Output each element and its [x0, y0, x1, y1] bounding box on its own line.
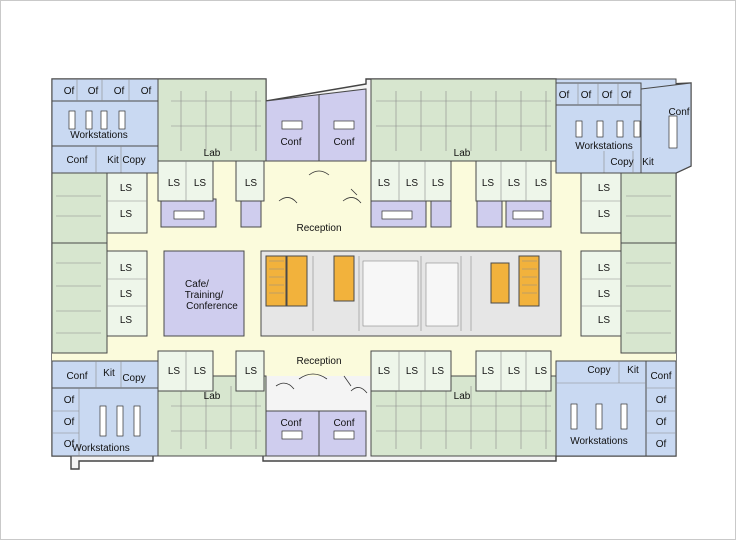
room-label-copy: Copy — [587, 365, 610, 376]
room-label-of: Of — [88, 86, 99, 97]
lab-east-upper — [620, 172, 677, 244]
room-label-lab: Lab — [204, 148, 221, 159]
room-label-kit: Kit — [642, 157, 654, 168]
room-label-ls: LS — [598, 263, 611, 274]
room-label-ls: LS — [598, 183, 611, 194]
room-label-ls: LS — [598, 209, 611, 220]
room-label-of: Of — [64, 86, 75, 97]
room-label-cafe-line1: Cafe/ — [185, 279, 209, 290]
room-label-ls: LS — [406, 178, 419, 189]
room-label-ls: LS — [598, 315, 611, 326]
lab-nw — [157, 78, 267, 162]
room-label-kit: Kit — [627, 365, 639, 376]
room-label-of: Of — [64, 439, 75, 450]
room-label-of: Of — [602, 90, 613, 101]
room-label-conf: Conf — [650, 371, 671, 382]
room-label-lab: Lab — [204, 391, 221, 402]
room-label-ls: LS — [508, 178, 521, 189]
room-label-ls: LS — [508, 366, 521, 377]
room-label-kit: Kit — [107, 155, 119, 166]
room-label-of: Of — [621, 90, 632, 101]
room-label-copy: Copy — [610, 157, 633, 168]
room-label-conf: Conf — [333, 418, 354, 429]
room-label-ls: LS — [120, 289, 133, 300]
room-label-ls: LS — [120, 183, 133, 194]
room-label-of: Of — [581, 90, 592, 101]
room-label-ls: LS — [535, 178, 548, 189]
room-label-ls: LS — [598, 289, 611, 300]
lab-east-mid — [620, 242, 677, 354]
room-label-ls: LS — [378, 178, 391, 189]
room-label-workstations: Workstations — [570, 436, 628, 447]
lab-west-mid — [51, 242, 108, 354]
room-label-ls: LS — [245, 366, 258, 377]
room-label-of: Of — [656, 417, 667, 428]
room-label-workstations: Workstations — [70, 130, 128, 141]
room-label-cafe-line2: Training/ — [185, 290, 224, 301]
room-label-ls: LS — [482, 366, 495, 377]
room-label-of: Of — [141, 86, 152, 97]
room-label-conf: Conf — [66, 155, 87, 166]
stair-east — [518, 255, 540, 307]
room-label-conf: Conf — [668, 107, 689, 118]
elevator — [333, 255, 355, 302]
room-label-ls: LS — [120, 315, 133, 326]
room-label-cafe-line3: Conference — [186, 301, 238, 312]
room-label-of: Of — [64, 417, 75, 428]
room-label-conf: Conf — [333, 137, 354, 148]
room-label-reception: Reception — [296, 223, 341, 234]
room-label-of: Of — [114, 86, 125, 97]
room-label-of: Of — [559, 90, 570, 101]
room-label-ls: LS — [168, 178, 181, 189]
room-label-ls: LS — [378, 366, 391, 377]
room-label-workstations: Workstations — [575, 141, 633, 152]
conference-zones — [160, 88, 552, 457]
room-label-ls: LS — [432, 178, 445, 189]
room-label-ls: LS — [482, 178, 495, 189]
room-label-of: Of — [656, 439, 667, 450]
room-label-ls: LS — [535, 366, 548, 377]
room-label-of: Of — [64, 395, 75, 406]
room-label-conf: Conf — [280, 418, 301, 429]
ls-rooms — [106, 160, 622, 392]
room-label-workstations: Workstations — [72, 443, 130, 454]
room-label-ls: LS — [245, 178, 258, 189]
room-label-conf: Conf — [280, 137, 301, 148]
room-label-ls: LS — [194, 366, 207, 377]
room-label-ls: LS — [120, 209, 133, 220]
room-label-of: Of — [656, 395, 667, 406]
lab-zones — [51, 78, 677, 457]
building-core — [260, 250, 562, 337]
room-label-reception: Reception — [296, 356, 341, 367]
reception-furniture — [275, 170, 368, 394]
room-label-ls: LS — [406, 366, 419, 377]
stair-west — [265, 255, 287, 307]
room-label-ls: LS — [120, 263, 133, 274]
room-label-conf: Conf — [66, 371, 87, 382]
room-label-ls: LS — [194, 178, 207, 189]
lab-west-upper — [51, 172, 108, 244]
room-label-copy: Copy — [122, 155, 145, 166]
room-label-ls: LS — [432, 366, 445, 377]
room-label-kit: Kit — [103, 368, 115, 379]
room-label-copy: Copy — [122, 373, 145, 384]
room-label-lab: Lab — [454, 391, 471, 402]
room-label-ls: LS — [168, 366, 181, 377]
workstation-desks — [68, 110, 678, 440]
room-label-lab: Lab — [454, 148, 471, 159]
